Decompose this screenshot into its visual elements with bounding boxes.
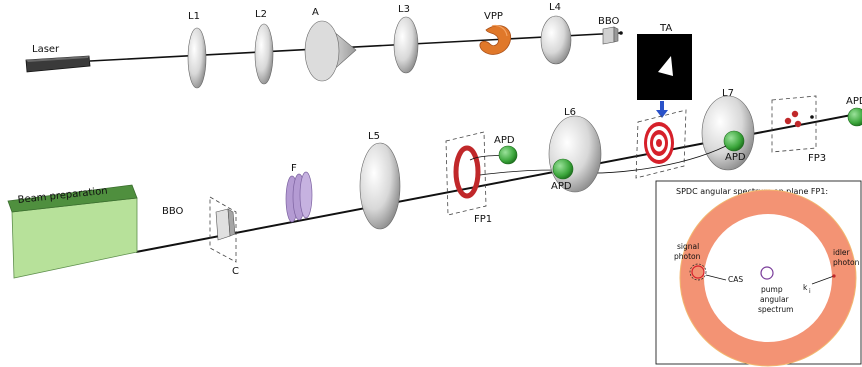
- axicon-a: [304, 20, 357, 82]
- bbo-crystal-top: [602, 26, 623, 45]
- c-label: C: [232, 266, 239, 277]
- filter-f-label: F: [291, 163, 297, 174]
- apd-fp1-label: APD: [494, 135, 515, 146]
- ki-sub-label: i: [809, 288, 811, 295]
- fp3-label: FP3: [808, 153, 826, 164]
- lens-l5-label: L5: [368, 131, 380, 142]
- pump-label-1: pump: [761, 285, 783, 294]
- beam-top: [89, 32, 621, 62]
- apd-right-label: APD: [846, 96, 862, 107]
- lens-l3: [393, 16, 419, 74]
- pump-spectrum: [760, 266, 774, 280]
- target-icon: [644, 122, 674, 164]
- lens-l4: [540, 15, 572, 65]
- apd-l7: [723, 130, 745, 152]
- apd-l7-label: APD: [725, 152, 746, 163]
- lens-l5: [359, 142, 401, 230]
- vortex-phase-plate: [479, 24, 512, 55]
- apd-right: [847, 107, 862, 127]
- lens-l7-label: L7: [722, 88, 734, 99]
- lens-l1: [187, 27, 207, 89]
- fp1-plane: [445, 131, 487, 216]
- laser-source: [25, 55, 91, 73]
- beam-preparation-box: [7, 184, 138, 279]
- lens-l4-label: L4: [549, 2, 561, 13]
- fp3-plane: [771, 95, 817, 153]
- c-plane: [209, 196, 237, 263]
- signal-marker: [689, 263, 727, 281]
- fp1-label: FP1: [474, 214, 492, 225]
- idler-label-1: idler: [833, 248, 851, 257]
- ta-panel: [637, 34, 692, 100]
- lens-l2-label: L2: [255, 9, 267, 20]
- signal-label-1: signal: [677, 242, 699, 251]
- signal-label-2: photon: [674, 252, 701, 261]
- filter-f: [285, 171, 313, 223]
- apd-l6: [552, 158, 574, 180]
- axicon-a-label: A: [312, 7, 319, 18]
- ta-label: TA: [659, 23, 672, 34]
- lens-l6-label: L6: [564, 107, 576, 118]
- ki-label: k: [803, 283, 808, 292]
- apd-l6-label: APD: [551, 181, 572, 192]
- spdc-ring: [680, 190, 856, 366]
- laser-label: Laser: [32, 44, 60, 55]
- lens-l2: [254, 23, 274, 85]
- bbo-bottom-label: BBO: [162, 206, 184, 217]
- bbo-top-label: BBO: [598, 16, 620, 27]
- vpp-label: VPP: [484, 11, 503, 22]
- pump-label-2: angular: [760, 295, 790, 304]
- ta-arrow: [656, 101, 668, 118]
- idler-marker: [811, 274, 836, 285]
- target-plane: [635, 109, 687, 179]
- lens-l3-label: L3: [398, 4, 410, 15]
- bbo-crystal-bottom: [215, 208, 236, 241]
- cas-label: CAS: [728, 275, 743, 284]
- fp1-ring: [453, 145, 481, 199]
- lens-l1-label: L1: [188, 11, 200, 22]
- apd-fp1: [498, 145, 518, 165]
- idler-label-2: photon: [833, 258, 860, 267]
- inset-panel: SPDC angular spectrum on plane FP1: pump…: [655, 180, 862, 367]
- fp3-dots: [784, 110, 814, 128]
- pump-label-3: spectrum: [758, 305, 794, 314]
